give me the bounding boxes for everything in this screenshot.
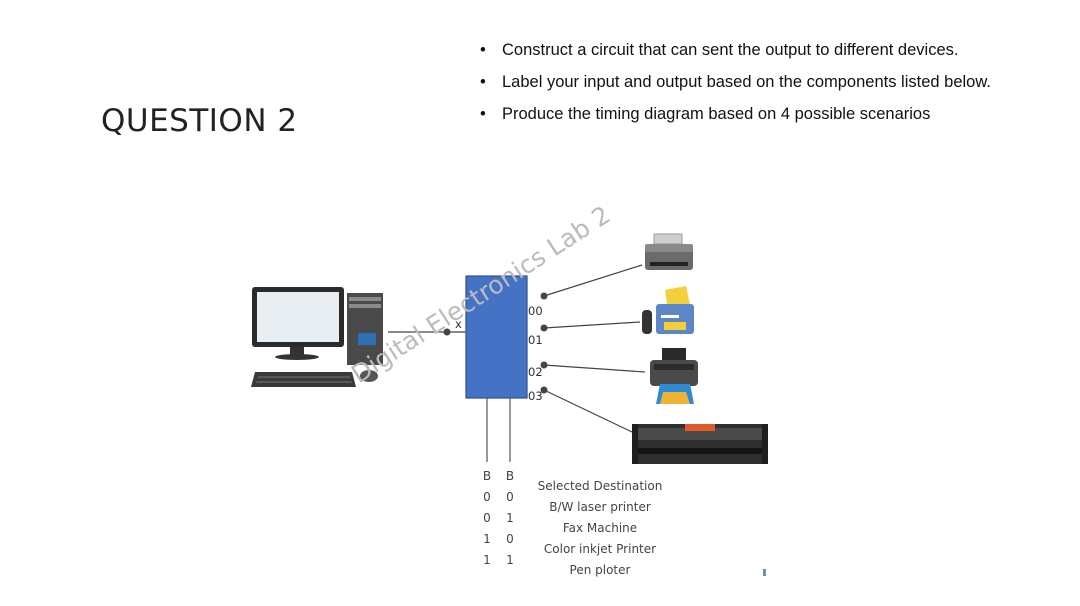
destination-header: Selected Destination <box>537 479 663 493</box>
select-b1-column: B 0 0 1 1 <box>482 469 492 567</box>
destination-item: B/W laser printer <box>549 500 651 514</box>
destination-item: Color inkjet Printer <box>543 542 657 556</box>
bullet-item: •Produce the timing diagram based on 4 p… <box>480 105 931 123</box>
input-label: x <box>455 317 462 331</box>
computer-icon <box>251 287 383 387</box>
pen-plotter-icon <box>632 424 768 464</box>
bullet-item: •Label your input and output based on th… <box>480 73 991 91</box>
select-b2-column: B 0 1 0 1 <box>505 469 515 567</box>
destination-column: Selected Destination B/W laser printer F… <box>530 476 670 581</box>
laser-printer-icon <box>645 233 693 270</box>
inkjet-printer-icon <box>650 348 698 404</box>
bullet-list: •Construct a circuit that can sent the o… <box>480 40 1040 136</box>
output-label-03: 03 <box>528 389 543 403</box>
output-label-01: 01 <box>528 333 543 347</box>
fax-machine-icon <box>642 286 694 334</box>
slide-title: QUESTION 2 <box>101 103 298 139</box>
bullet-item: •Construct a circuit that can sent the o… <box>480 41 959 59</box>
output-label-00: 00 <box>528 304 543 318</box>
destination-item: Pen ploter <box>569 563 631 577</box>
destination-item: Fax Machine <box>562 521 638 535</box>
output-label-02: 02 <box>528 365 543 379</box>
demux-block <box>465 275 528 399</box>
